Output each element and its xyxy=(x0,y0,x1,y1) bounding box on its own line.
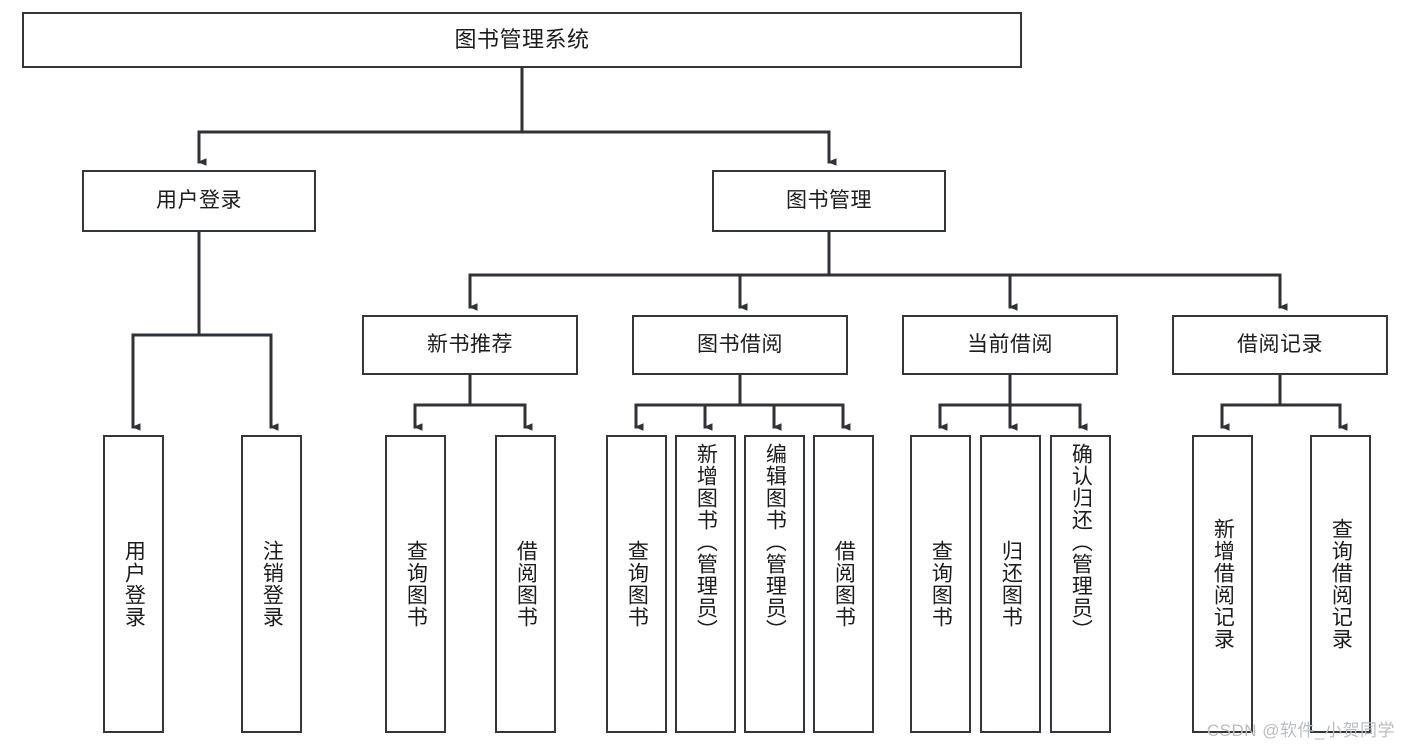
csdn-watermark: CSDN @软件_小贺同学 xyxy=(1206,721,1395,740)
node-label: 查询借阅记录 xyxy=(1329,518,1353,650)
node-label: 用户登录 xyxy=(122,540,146,628)
leaf-query-book-recommend[interactable]: 查询图书 xyxy=(385,435,446,733)
leaf-query-book-borrow[interactable]: 查询图书 xyxy=(606,435,667,733)
leaf-add-borrow-record[interactable]: 新增借阅记录 xyxy=(1192,435,1253,733)
node-label: 新增借阅记录 xyxy=(1211,518,1235,650)
leaf-edit-book-admin[interactable]: 编辑图书（管理员） xyxy=(744,435,805,733)
node-label: 图书管理 xyxy=(786,188,872,212)
node-label: 查询图书 xyxy=(929,540,953,628)
leaf-confirm-return-admin[interactable]: 确认归还（管理员） xyxy=(1050,435,1111,733)
leaf-user-login[interactable]: 用户登录 xyxy=(103,435,164,733)
node-label: 借阅图书 xyxy=(832,540,856,628)
node-label: 图书借阅 xyxy=(697,332,783,356)
leaf-add-book-admin[interactable]: 新增图书（管理员） xyxy=(675,435,736,733)
node-new-book-recommend[interactable]: 新书推荐 xyxy=(362,315,578,375)
node-label: 查询图书 xyxy=(404,540,428,628)
node-label: 当前借阅 xyxy=(967,332,1053,356)
node-user-login[interactable]: 用户登录 xyxy=(82,170,316,232)
node-label: 归还图书 xyxy=(999,540,1023,628)
node-label: 图书管理系统 xyxy=(454,27,590,53)
node-label: 查询图书 xyxy=(625,540,649,628)
node-book-borrow[interactable]: 图书借阅 xyxy=(632,315,848,375)
node-current-borrow[interactable]: 当前借阅 xyxy=(902,315,1118,375)
node-root-book-management-system[interactable]: 图书管理系统 xyxy=(22,12,1022,68)
leaf-borrow-book[interactable]: 借阅图书 xyxy=(813,435,874,733)
leaf-query-borrow-record[interactable]: 查询借阅记录 xyxy=(1310,435,1371,733)
node-borrow-record[interactable]: 借阅记录 xyxy=(1172,315,1388,375)
node-label: 注销登录 xyxy=(260,540,284,628)
node-label: 借阅图书 xyxy=(514,540,538,628)
leaf-return-book[interactable]: 归还图书 xyxy=(980,435,1041,733)
node-label: 新书推荐 xyxy=(427,332,513,356)
node-label: 编辑图书（管理员） xyxy=(763,443,787,641)
node-label: 新增图书（管理员） xyxy=(694,443,718,641)
node-book-management[interactable]: 图书管理 xyxy=(712,170,946,232)
leaf-query-book-current[interactable]: 查询图书 xyxy=(910,435,971,733)
leaf-logout-login[interactable]: 注销登录 xyxy=(241,435,302,733)
node-label: 借阅记录 xyxy=(1237,332,1323,356)
node-label: 用户登录 xyxy=(156,188,242,212)
node-label: 确认归还（管理员） xyxy=(1069,443,1093,641)
leaf-borrow-book-recommend[interactable]: 借阅图书 xyxy=(495,435,556,733)
